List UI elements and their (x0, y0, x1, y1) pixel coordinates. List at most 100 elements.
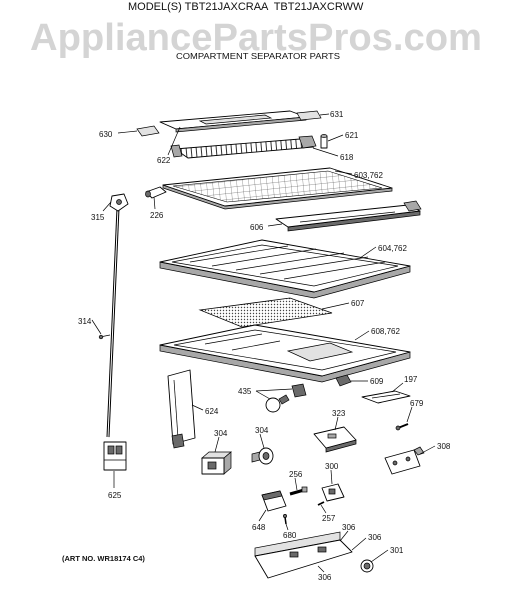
part-315-hole (116, 199, 122, 205)
part-648-top (261, 490, 283, 501)
part-606-drawing (275, 200, 422, 232)
part-label-304-left: 304 (214, 429, 228, 438)
part-301-center (363, 562, 371, 570)
leader-line-306-a (339, 530, 349, 542)
part-label-680: 680 (283, 531, 297, 540)
part-680-shank (284, 516, 287, 525)
leader-line-306-c (317, 565, 325, 573)
part-625-body (103, 441, 127, 471)
part-608-rim (173, 329, 397, 371)
part-label-604-762: 604,762 (378, 244, 407, 253)
leader-line-300 (330, 469, 333, 485)
part-624-panel (167, 369, 196, 445)
leader-line-618 (312, 147, 339, 157)
part-606-end (403, 200, 422, 212)
part-label-630: 630 (99, 130, 113, 139)
part-label-306-c: 306 (318, 573, 332, 582)
part-679-drawing (395, 423, 409, 431)
leader-line-315 (102, 201, 112, 212)
part-label-606: 606 (250, 223, 264, 232)
part-306-slot-left (289, 551, 299, 558)
leader-line-256 (294, 477, 298, 491)
part-314-drawing (98, 334, 111, 340)
part-618-grille (173, 138, 315, 159)
part-435-socket (291, 383, 307, 398)
part-622-recess (198, 114, 273, 125)
part-680-head (283, 514, 287, 518)
part-618-left-cap (170, 144, 183, 158)
leader-lines (91, 113, 436, 573)
part-625-window-right (115, 445, 123, 455)
leader-line-257 (320, 504, 327, 514)
part-label-197: 197 (404, 375, 418, 384)
part-label-679: 679 (410, 399, 424, 408)
leader-line-648 (258, 509, 267, 522)
part-197-crease (371, 393, 401, 399)
part-308-hole-left (392, 460, 398, 466)
part-624-drawing (167, 369, 196, 449)
leader-line-197 (391, 382, 404, 393)
part-label-648: 648 (252, 523, 266, 532)
part-label-301: 301 (390, 546, 404, 555)
part-323-drawing (313, 426, 357, 453)
leader-line-621 (327, 134, 344, 142)
part-625-window-left (107, 445, 115, 455)
leader-line-630 (117, 130, 138, 134)
part-label-226: 226 (150, 211, 164, 220)
leader-line-304-middle (259, 433, 265, 449)
leader-line-608 (354, 330, 370, 341)
part-label-306-b: 306 (368, 533, 382, 542)
section-title: COMPARTMENT SEPARATOR PARTS (176, 51, 340, 61)
leader-line-308 (419, 445, 436, 455)
leader-line-604 (359, 246, 377, 259)
part-label-256: 256 (289, 470, 303, 479)
part-label-323: 323 (332, 409, 346, 418)
part-308-plate (384, 449, 421, 475)
part-618-drawing (170, 135, 317, 159)
part-621-cap (320, 134, 328, 138)
leader-line-603 (334, 170, 353, 175)
part-679-head (395, 425, 401, 431)
part-label-622: 622 (157, 156, 171, 165)
part-label-304-middle: 304 (255, 426, 269, 435)
part-label-315: 315 (91, 213, 105, 222)
leader-line-631 (319, 113, 330, 116)
part-label-300: 300 (325, 462, 339, 471)
part-304-middle-hub (262, 452, 270, 460)
part-323-tab (327, 433, 337, 439)
part-226-end (145, 190, 151, 198)
part-314-head (98, 334, 104, 340)
leader-line-607 (321, 302, 350, 310)
part-624-foot (171, 433, 185, 449)
leader-line-606 (267, 223, 283, 227)
part-606-groove (299, 211, 396, 223)
part-648-drawing (261, 490, 287, 512)
part-306-drawing (254, 531, 353, 579)
part-630-drawing (136, 125, 160, 137)
part-604-ridges (189, 245, 386, 280)
part-604-top (159, 239, 411, 293)
part-606-body (275, 204, 421, 228)
leader-line-622 (167, 126, 181, 156)
part-631-drawing (296, 110, 322, 121)
leader-line-226 (153, 196, 156, 210)
leader-line-304-left (214, 436, 220, 453)
part-226-drawing (145, 186, 167, 199)
part-256-plug (301, 486, 308, 493)
part-301-drawing (360, 559, 374, 573)
part-300-drawing (321, 483, 345, 502)
part-label-435: 435 (238, 387, 252, 396)
leader-line-301 (370, 549, 389, 563)
watermark: AppliancePartsPros.com (30, 17, 482, 59)
part-304-left-window (207, 461, 217, 470)
part-label-314: 314 (78, 317, 92, 326)
leader-line-306-b (351, 537, 367, 551)
part-618-right-cap (298, 135, 317, 149)
part-304-left-drawing (201, 451, 232, 475)
leader-line-679 (406, 406, 413, 423)
part-label-607: 607 (351, 299, 365, 308)
part-label-631: 631 (330, 110, 344, 119)
part-306-base (254, 539, 353, 579)
part-622-edge (175, 116, 307, 133)
